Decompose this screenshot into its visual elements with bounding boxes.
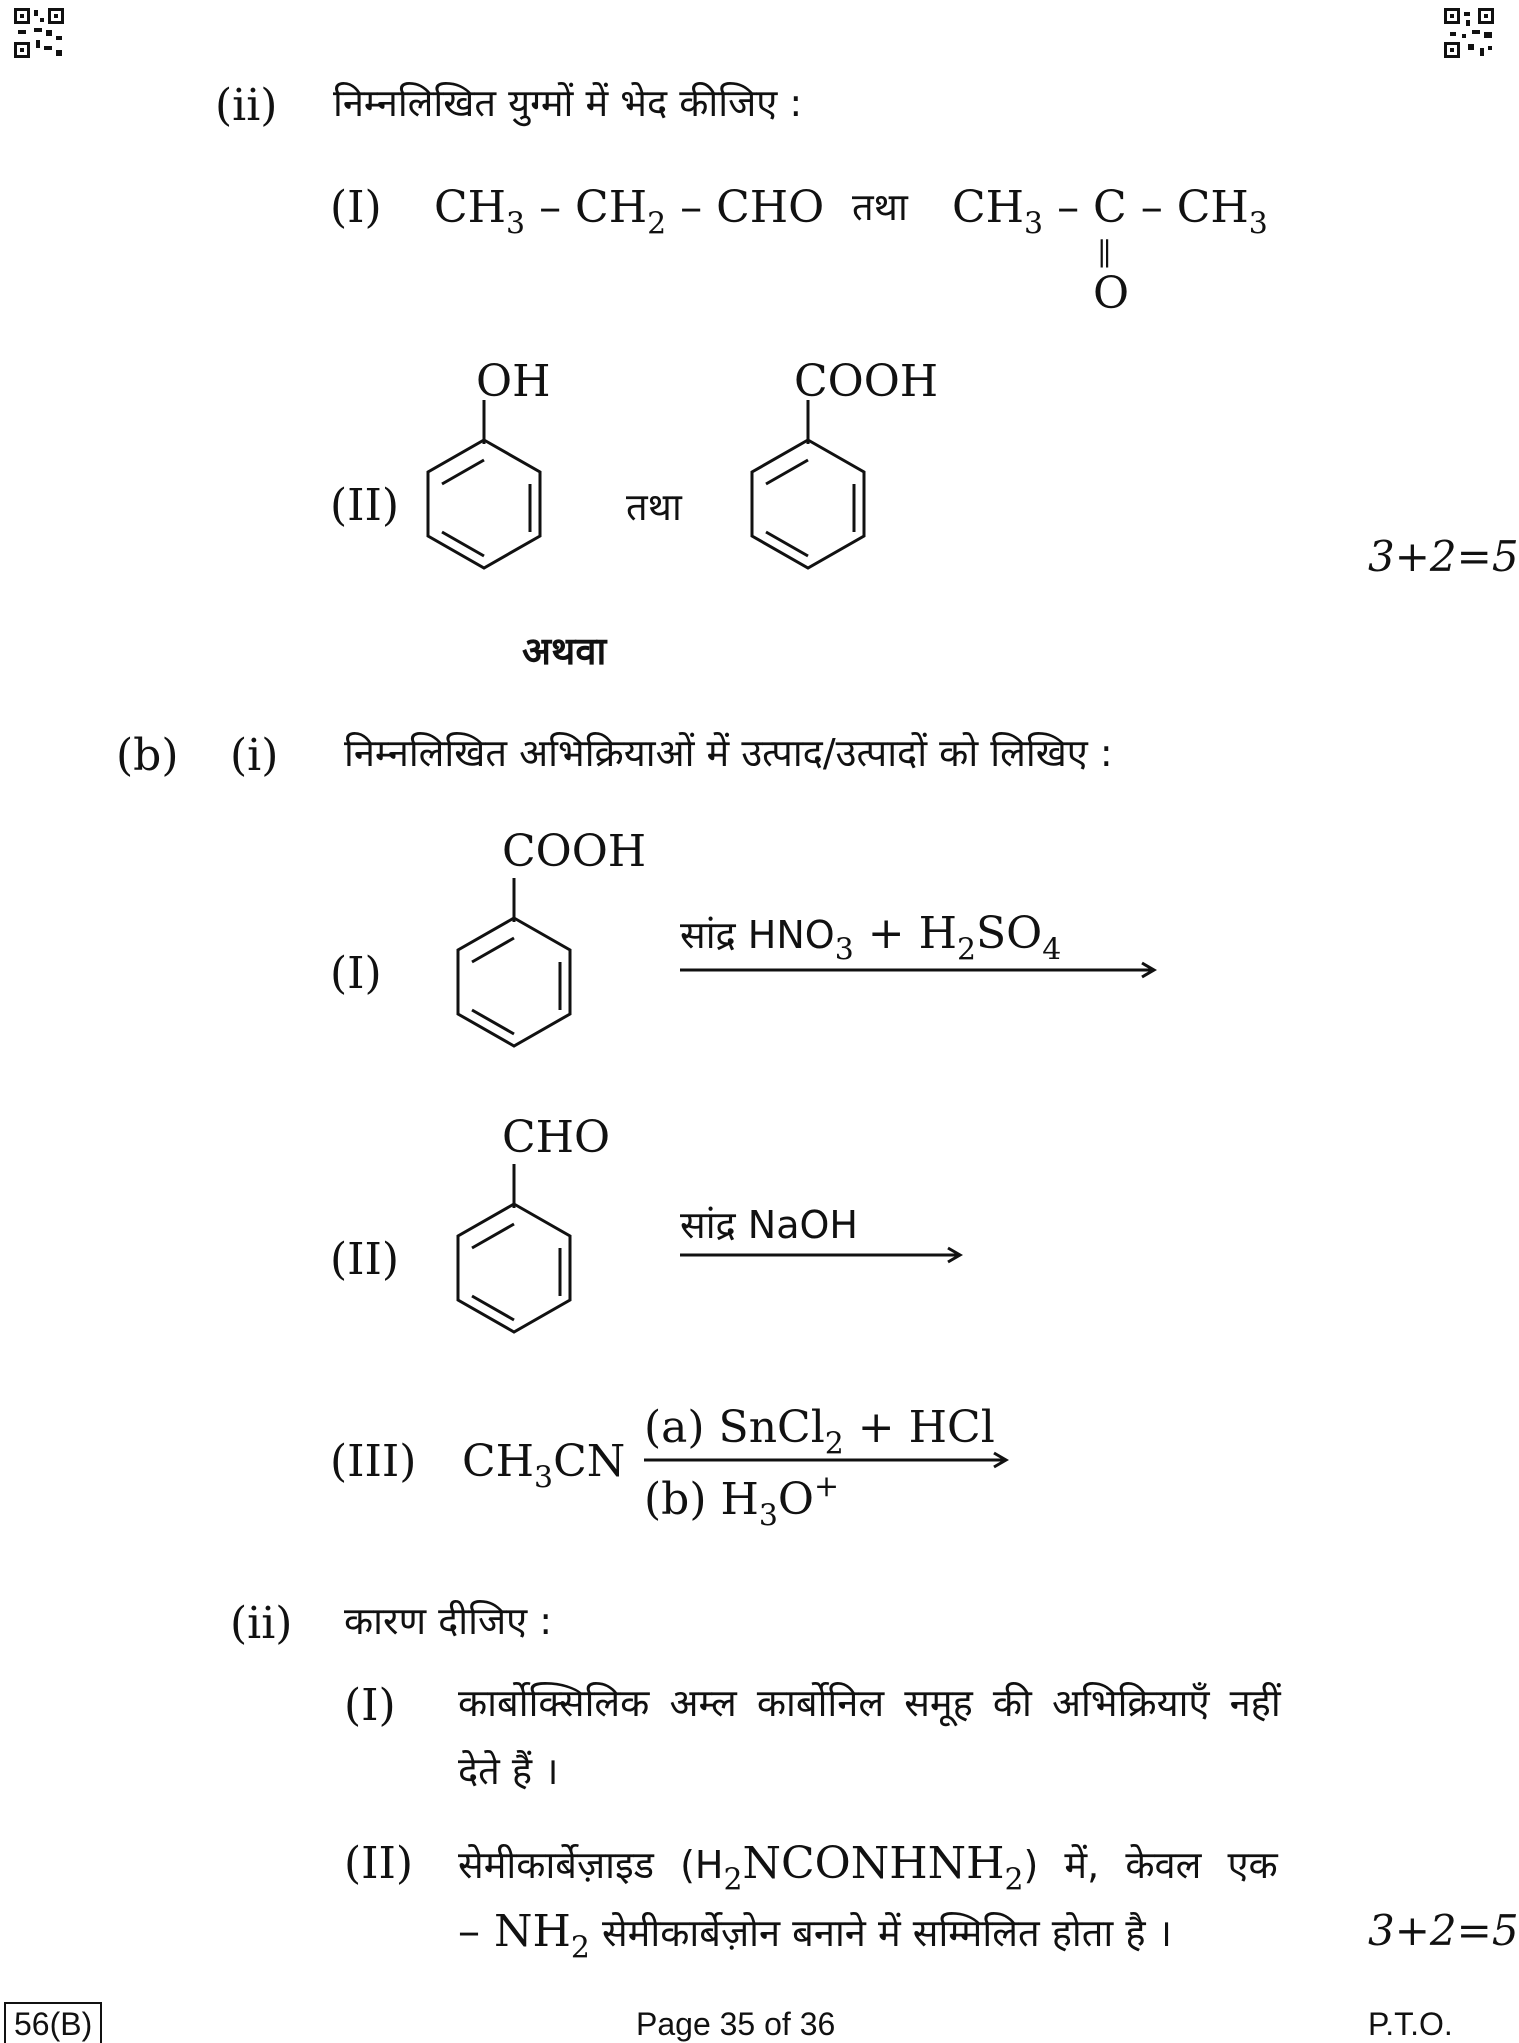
ethanenitrile-formula: CH3CN: [462, 1436, 626, 1496]
benzoic-acid-benzene-ring-icon: [750, 400, 866, 570]
substituent-cooh: COOH: [794, 356, 939, 407]
carbonyl-double-bond: ||: [1097, 235, 1112, 268]
reagent-nitration: सांद्र HNO3 + H2SO4: [680, 908, 1062, 968]
please-turn-over: P.T.O.: [1368, 2006, 1453, 2042]
reaction-arrow-icon: [644, 1451, 1009, 1469]
carbonyl-oxygen: O: [1093, 268, 1130, 319]
question-number: (ii): [230, 1598, 293, 1649]
marks: 3+2=5: [1368, 532, 1519, 581]
paper-code: 56(B): [4, 2002, 103, 2043]
conjunction-and: तथा: [626, 485, 682, 529]
qr-code-right-icon: [1442, 6, 1496, 60]
reaction-number: (III): [330, 1436, 417, 1487]
reagent-conc-naoh: सांद्र NaOH: [680, 1203, 858, 1247]
substituent-oh: OH: [476, 356, 551, 407]
reaction-number: (II): [330, 1234, 400, 1285]
reagent-step-a: (a) SnCl2 + HCl: [644, 1402, 995, 1462]
reason-text-line: सेमीकार्बेज़ाइड (H2NCONHNH2) में, केवल ए…: [458, 1838, 1278, 1898]
reaction-number: (I): [330, 948, 382, 999]
substituent-cho: CHO: [502, 1112, 611, 1163]
phenol-benzene-ring-icon: [426, 400, 542, 570]
question-instruction: निम्नलिखित अभिक्रियाओं में उत्पाद/उत्पाद…: [344, 731, 1113, 775]
part-label: (b): [116, 730, 179, 781]
question-instruction: निम्नलिखित युग्मों में भेद कीजिए :: [333, 81, 803, 125]
benzaldehyde-benzene-ring-icon: [456, 1164, 572, 1334]
question-number: (ii): [215, 80, 278, 131]
conjunction-and: तथा: [852, 185, 908, 229]
marks: 3+2=5: [1368, 1906, 1519, 1955]
pair-number: (I): [330, 182, 382, 233]
propanone-formula: CH3 – C – CH3: [952, 182, 1268, 242]
question-instruction: कारण दीजिए :: [344, 1599, 553, 1643]
reason-number: (I): [344, 1680, 396, 1731]
reaction-arrow-icon: [680, 961, 1157, 979]
reason-text-line: कार्बोक्सिलिक अम्ल कार्बोनिल समूह की अभि…: [458, 1681, 1281, 1725]
page-number: Page 35 of 36: [636, 2006, 836, 2042]
reason-text-line: देते हैं ।: [458, 1749, 559, 1793]
or-separator: अथवा: [522, 629, 607, 673]
reaction-arrow-icon: [680, 1246, 963, 1264]
reagent-step-b: (b) H3O+: [644, 1469, 840, 1534]
reason-text-line: – NH2 सेमीकार्बेज़ोन बनाने में सम्मिलित …: [458, 1906, 1172, 1966]
reason-number: (II): [344, 1838, 414, 1889]
question-number: (i): [230, 730, 279, 781]
propanal-formula: CH3 – CH2 – CHO: [434, 182, 825, 242]
pair-number: (II): [330, 480, 400, 531]
qr-code-left-icon: [12, 6, 66, 60]
substituent-cooh: COOH: [502, 826, 647, 877]
benzoic-acid-benzene-ring-icon: [456, 878, 572, 1048]
